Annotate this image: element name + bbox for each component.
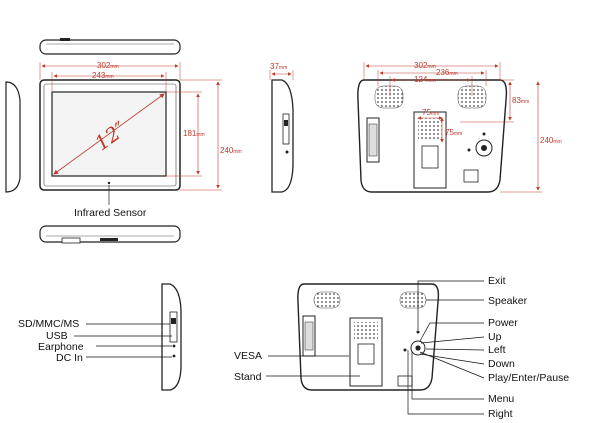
label-dc-in: DC In (56, 352, 83, 364)
label-usb: USB (46, 330, 68, 342)
label-stand: Stand (234, 371, 262, 383)
bottom-view (39, 225, 181, 244)
label-speaker: Speaker (488, 295, 528, 307)
label-vesa: VESA (234, 350, 263, 362)
front-height-dim: 240mm (220, 146, 242, 155)
label-right: Right (488, 408, 513, 420)
front-width-dim: 302mm (97, 61, 119, 70)
front-screen-height-dim: 181mm (183, 129, 205, 138)
back-mount-span-dim: 236mm (436, 68, 458, 77)
front-view (39, 79, 181, 205)
label-left: Left (488, 344, 506, 356)
back-width-dim: 302mm (414, 61, 436, 70)
back-speaker-span-dim: 124mm (414, 75, 436, 84)
front-dimension-lines (39, 62, 222, 191)
label-power: Power (488, 317, 518, 329)
label-exit: Exit (488, 275, 506, 287)
side-view (269, 70, 294, 193)
left-profile (5, 81, 21, 193)
port-side-view (74, 283, 182, 391)
front-screen-width-dim: 243mm (92, 71, 114, 80)
label-play-enter-pause: Play/Enter/Pause (488, 372, 570, 384)
label-infrared-sensor: Infrared Sensor (74, 207, 147, 219)
vesa-horizontal-dim: 75mm (422, 108, 440, 117)
label-down: Down (488, 358, 515, 370)
label-sd-mmc-ms: SD/MMC/MS (18, 318, 80, 330)
side-depth-dim: 37mm (270, 62, 288, 71)
top-view (39, 38, 181, 55)
vesa-vertical-dim: 75mm (445, 128, 463, 137)
label-menu: Menu (488, 393, 515, 405)
back-dimension-lines (363, 62, 542, 193)
control-back-view (266, 280, 485, 415)
label-up: Up (488, 331, 502, 343)
back-height-dim: 240mm (540, 136, 562, 145)
back-top-offset-dim: 83mm (512, 96, 530, 105)
label-earphone: Earphone (38, 341, 84, 353)
back-view (357, 79, 508, 193)
